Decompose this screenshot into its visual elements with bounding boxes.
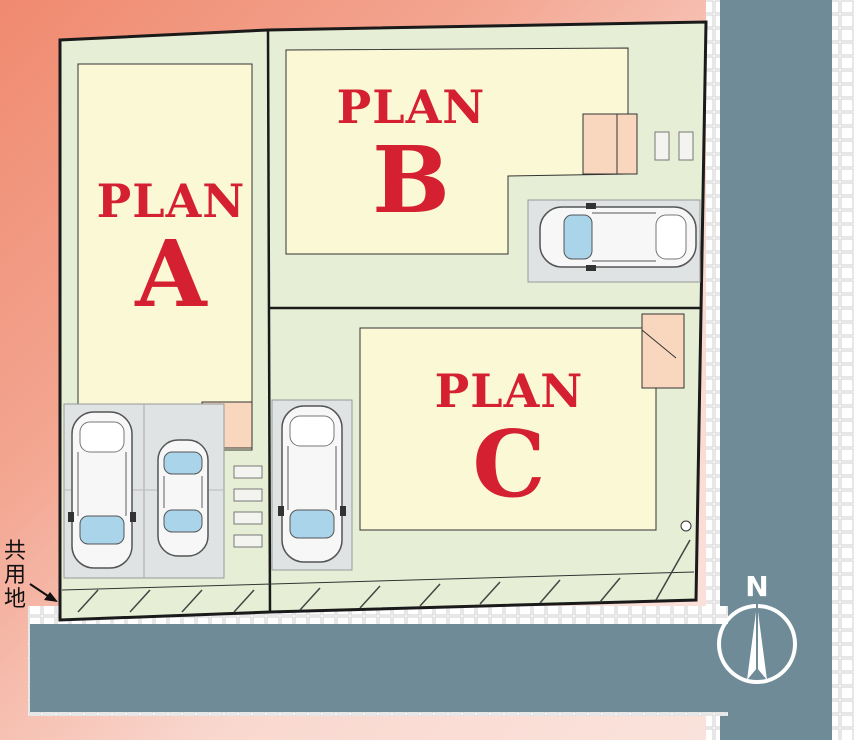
east-curb [832, 0, 854, 740]
plan-a-label: PLAN A [86, 178, 256, 320]
plan-c-parking [271, 399, 353, 571]
road-horizontal [28, 606, 732, 716]
plan-c-car [277, 405, 347, 563]
divider-a [266, 29, 272, 613]
plan-a-word: PLAN [96, 174, 246, 228]
plan-b-label: PLAN B [326, 84, 496, 226]
shared-land-arrow [29, 583, 58, 602]
frontage-hatching [61, 539, 695, 613]
plan-b-parking [527, 199, 701, 283]
plan-a-car-2 [157, 439, 209, 557]
plan-a-car-1 [67, 411, 137, 569]
compass-north-label: N [745, 570, 769, 603]
shared-land-label: 共用地 [4, 539, 27, 612]
plan-b-letter: B [372, 126, 450, 234]
plan-c-letter: C [472, 410, 546, 518]
plan-c-label: PLAN C [424, 368, 594, 510]
plan-b-word: PLAN [336, 80, 486, 134]
plan-c-word: PLAN [434, 364, 584, 418]
plan-a-stepping-stones [233, 465, 263, 548]
plan-a-parking [63, 403, 225, 579]
compass-icon [717, 604, 797, 684]
plan-c-house [359, 313, 692, 532]
plan-b-house [285, 47, 694, 255]
plan-b-car [539, 202, 697, 272]
plan-a-letter: A [135, 220, 207, 328]
